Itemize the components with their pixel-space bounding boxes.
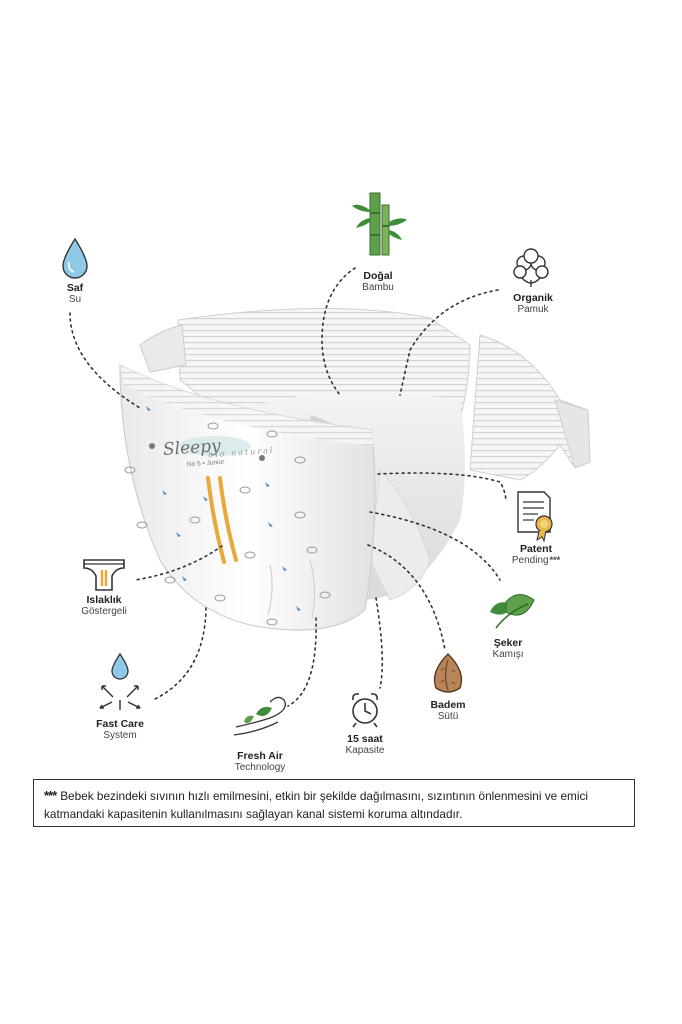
- footnote-marker: ***: [44, 788, 57, 803]
- water-drop-icon: [62, 237, 88, 279]
- wetness-indicator-stripe: [206, 476, 226, 564]
- feature-title: Doğal: [363, 270, 393, 282]
- diaper-left-tab: [139, 324, 187, 373]
- feature-subtitle: Sütü: [437, 711, 459, 723]
- certificate-icon: [517, 491, 553, 543]
- feature-subtitle: Kapasite: [345, 745, 385, 757]
- feature-subtitle: Bambu: [362, 282, 394, 294]
- feature-subtitle: System: [103, 730, 137, 742]
- cotton-icon: [513, 248, 549, 287]
- fast-care-icon: [99, 652, 141, 710]
- leaf-icon: [490, 594, 535, 629]
- feature-seker: Şeker Kamışı: [492, 637, 523, 661]
- feature-dogal: Doğal Bambu: [362, 270, 394, 294]
- feature-title: Fast Care: [96, 718, 144, 730]
- feature-title: 15 saat: [347, 733, 383, 745]
- feature-saf: Saf Su: [67, 282, 83, 306]
- feature-islaklik: Islaklık Göstergeli: [81, 594, 127, 618]
- patent-footnote: ***Bebek bezindeki sıvının hızlı emilmes…: [33, 779, 635, 827]
- feature-subtitle: Göstergeli: [81, 606, 127, 618]
- feature-title: Patent: [519, 543, 553, 555]
- feature-fresh-air: Fresh Air Technology: [235, 750, 286, 774]
- feature-subtitle: Su: [68, 294, 82, 306]
- patent-marker: ***: [549, 555, 561, 566]
- feature-title: Fresh Air: [237, 750, 283, 762]
- feature-badem: Badem Sütü: [430, 699, 465, 723]
- connector-lines: [69, 267, 507, 707]
- feature-title: Saf: [66, 282, 84, 294]
- feature-subtitle: Technology: [234, 762, 286, 774]
- feature-subtitle: Kamışı: [492, 649, 524, 661]
- feature-organik: Organik Pamuk: [513, 292, 553, 316]
- feature-fast-care: Fast Care System: [96, 718, 144, 742]
- almond-icon: [433, 653, 463, 693]
- alarm-clock-icon: [352, 693, 378, 728]
- feature-subtitle: Pamuk: [517, 304, 549, 316]
- bamboo-icon: [352, 192, 407, 256]
- fresh-air-icon: [233, 696, 287, 736]
- feature-patent: Patent Pending***: [512, 543, 560, 567]
- feature-subtitle: Pending: [511, 555, 549, 567]
- feature-title: Organik: [513, 292, 553, 304]
- feature-title: Islaklık: [86, 594, 122, 606]
- feature-title: Şeker: [493, 637, 523, 649]
- feature-title: Badem: [430, 699, 466, 711]
- feature-15-saat: 15 saat Kapasite: [346, 733, 385, 757]
- footnote-text: Bebek bezindeki sıvının hızlı emilmesini…: [44, 789, 589, 821]
- diaper-indicator-icon: [83, 559, 125, 591]
- diaper-illustration: [119, 308, 591, 631]
- wetness-indicator-stripe: [218, 476, 238, 562]
